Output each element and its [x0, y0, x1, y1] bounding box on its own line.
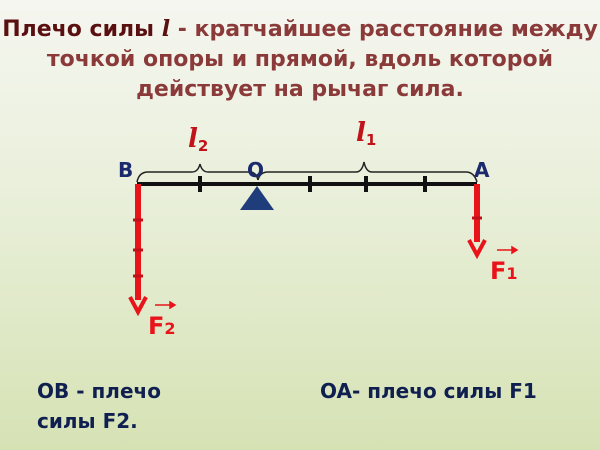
title-symbol: l — [161, 16, 171, 42]
point-o-label: O — [247, 158, 265, 182]
arm-l2-label: l2 — [188, 124, 209, 155]
force-arrow-f2 — [128, 184, 148, 317]
caption-ob: OB - плечо силы F2. — [37, 379, 161, 433]
arm-l1-label: l1 — [356, 118, 377, 149]
point-b-label: B — [118, 158, 134, 182]
force-arrow-f1 — [467, 184, 487, 260]
force-f2-label: F2 — [148, 312, 176, 340]
caption-oa: OA- плечо силы F1 — [320, 379, 537, 403]
title-rest: - кратчайшее расстояние между точкой опо… — [46, 17, 598, 102]
definition-title: Плечо силы l - кратчайшее расстояние меж… — [0, 14, 600, 105]
point-a-label: A — [474, 158, 490, 182]
brace-l1 — [257, 161, 478, 183]
beam-ticks — [198, 176, 427, 192]
title-lead: Плечо силы — [2, 17, 155, 42]
brace-l2 — [136, 163, 259, 183]
fulcrum-triangle — [240, 186, 274, 210]
force-f1-label: F1 — [490, 257, 518, 285]
